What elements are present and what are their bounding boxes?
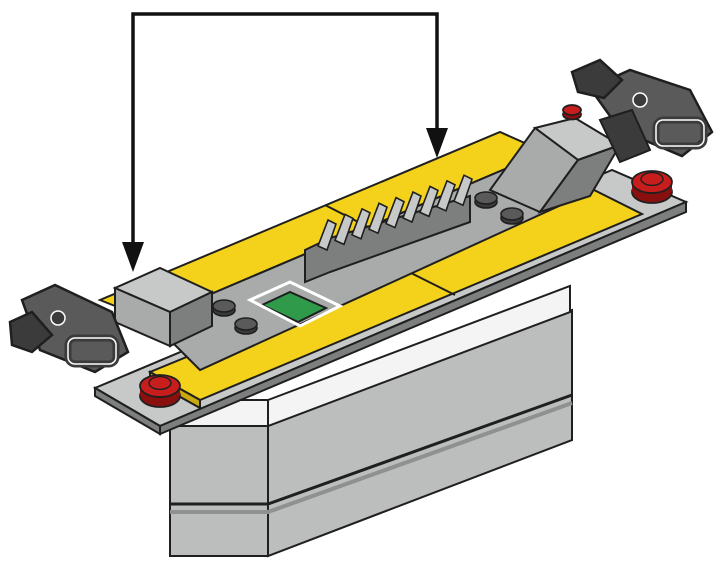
stand-base bbox=[169, 284, 573, 558]
base-seam bbox=[170, 393, 573, 506]
left-clip-pin bbox=[50, 310, 66, 326]
deck-stud-top bbox=[474, 191, 498, 205]
callout-arrows bbox=[122, 12, 448, 272]
grille-fin bbox=[418, 185, 439, 218]
deck-stud-top bbox=[500, 207, 524, 221]
right-clip-hinge bbox=[570, 58, 714, 164]
grille-fin bbox=[333, 213, 354, 246]
grille-fin bbox=[401, 190, 422, 224]
plate-edge-long bbox=[159, 200, 687, 436]
grille-fin bbox=[384, 196, 405, 229]
right-clip-handle-outline bbox=[655, 119, 705, 147]
base-front-face bbox=[169, 419, 269, 557]
left-clip-grip bbox=[8, 310, 54, 354]
grille-fin bbox=[350, 207, 371, 240]
right-clip-link bbox=[598, 108, 652, 164]
deck-stud-top bbox=[234, 317, 258, 331]
red-plate-top bbox=[562, 104, 582, 116]
front-slope-block bbox=[112, 266, 215, 348]
green-tile bbox=[246, 280, 344, 328]
deck-stud-top bbox=[212, 299, 236, 313]
grille-fin bbox=[316, 218, 337, 252]
callout-bracket-line bbox=[131, 12, 439, 262]
arrow-down-icon bbox=[426, 128, 448, 158]
red-round-plates bbox=[139, 104, 673, 408]
arrow-down-icon bbox=[122, 242, 144, 272]
deck-studs bbox=[212, 191, 524, 335]
left-clip-handle-outline bbox=[67, 337, 117, 365]
grille-fin bbox=[435, 179, 456, 212]
rail-seam bbox=[404, 269, 456, 296]
red-plate-stud bbox=[640, 171, 664, 187]
green-tile-top bbox=[259, 290, 329, 324]
red-plate-stud bbox=[148, 375, 172, 391]
rear-slope-block bbox=[488, 116, 623, 214]
grille-fin bbox=[452, 174, 473, 207]
green-tile-frame bbox=[246, 280, 344, 328]
base-seam-shadow bbox=[170, 401, 573, 514]
gray-grille bbox=[304, 174, 473, 284]
slope-block-side bbox=[169, 290, 213, 348]
right-clip-grip bbox=[570, 58, 624, 100]
rear-block-side bbox=[537, 143, 623, 214]
left-clip-hinge bbox=[8, 283, 130, 374]
grille-fin bbox=[367, 202, 388, 235]
black-clip-hinges bbox=[8, 58, 714, 374]
left-clip-body bbox=[20, 283, 130, 374]
right-clip-pin bbox=[632, 92, 648, 108]
